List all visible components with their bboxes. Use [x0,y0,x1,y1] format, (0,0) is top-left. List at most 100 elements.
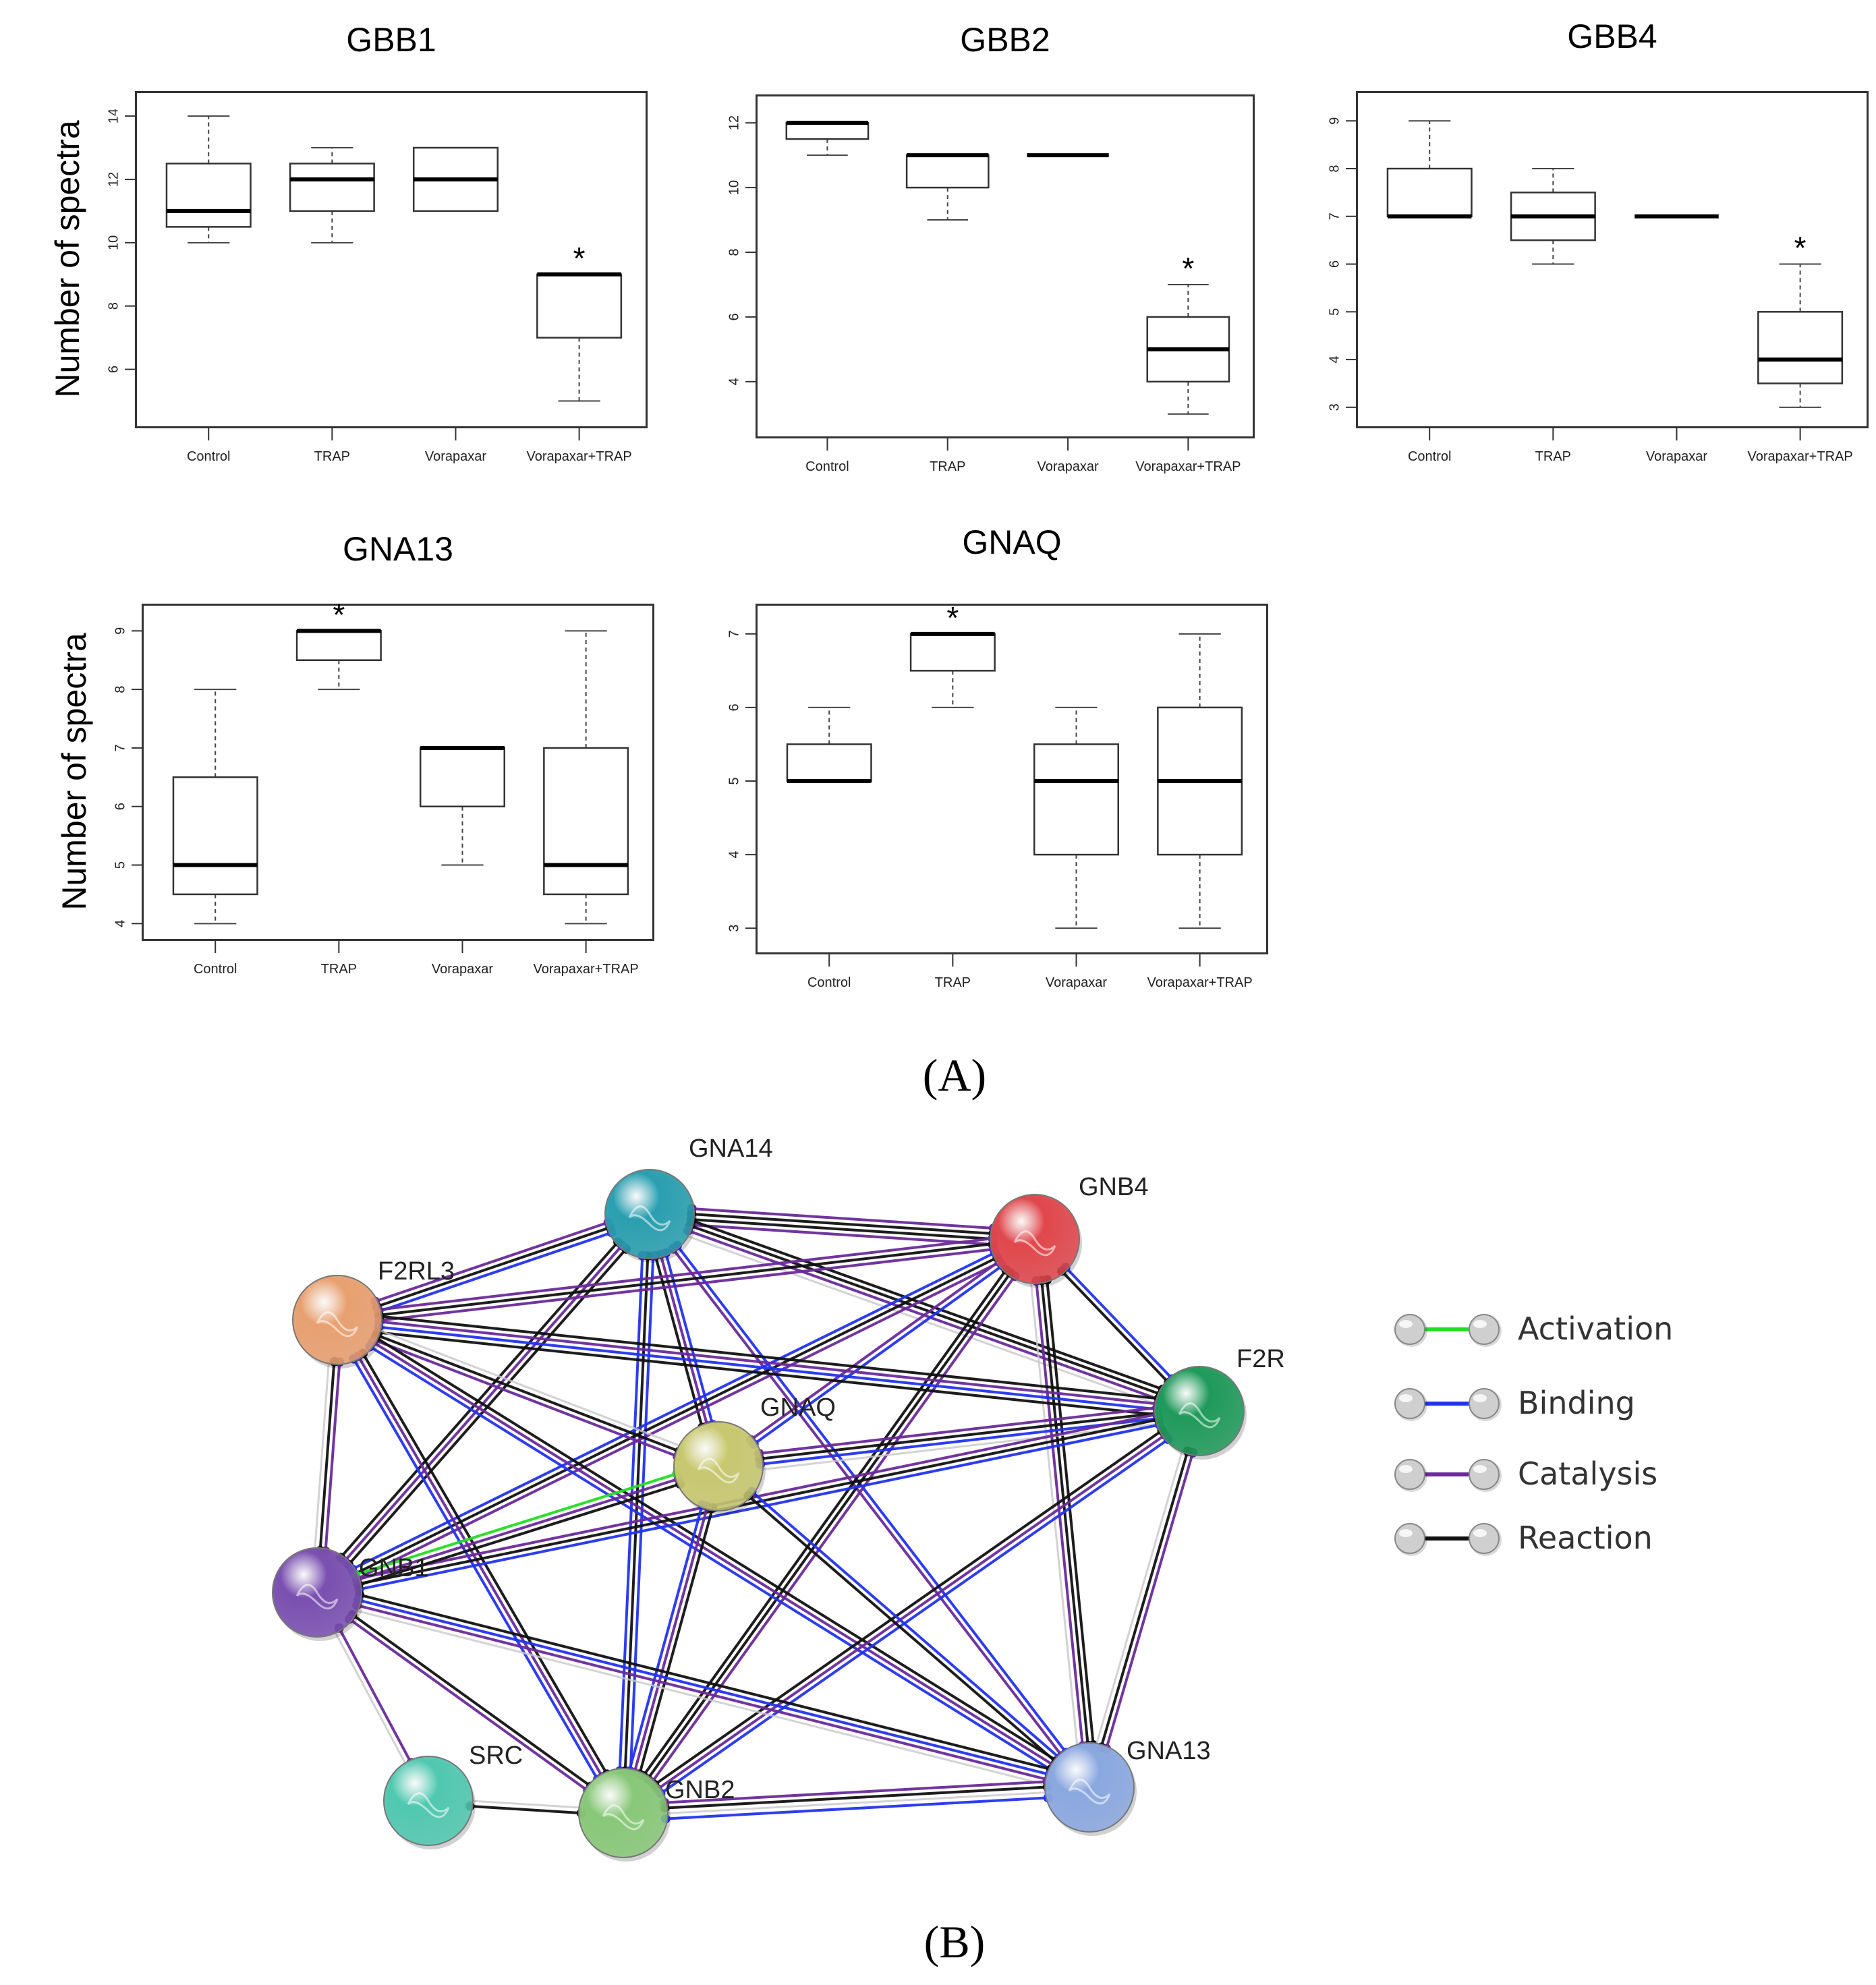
x-tick-label: Vorapaxar+TRAP [527,449,632,464]
box-3 [543,630,629,925]
node-f2rl3[interactable]: F2RL3 [292,1257,455,1369]
iqr-box [295,630,382,662]
protein-structure-icon [295,1584,339,1610]
significance-asterisk: * [573,241,586,276]
legend-label: Activation [1518,1311,1674,1347]
edge-catalysis [650,1275,1017,1783]
node-f2r[interactable]: F2R [1154,1345,1285,1460]
box-2 [412,146,499,212]
edge-catalysis [633,1506,709,1773]
panel-a-label: (A) [922,1049,987,1101]
node-label: F2R [1237,1345,1285,1373]
box-0 [165,115,252,243]
edge-reaction [351,1613,592,1788]
edge-other [760,1422,1159,1471]
y-axis-label: Number of spectra [49,120,86,398]
node-gna13[interactable]: GNA13 [1044,1737,1211,1836]
iqr-box [1033,743,1119,856]
box-0 [785,121,870,156]
box-0 [172,689,258,925]
node-label: GNB2 [665,1776,735,1804]
x-tick-label: Vorapaxar [1646,449,1708,464]
legend-item-reaction: Reaction [1390,1514,1727,1568]
edge-reaction [339,1240,619,1559]
edge-catalysis [1035,1280,1084,1746]
y-tick-label: 6 [727,313,741,320]
legend-label: Catalysis [1518,1456,1658,1492]
edge-binding [760,1417,1159,1466]
box-0 [786,706,872,783]
edge-reaction [378,1242,994,1317]
y-tick-label: 6 [727,703,741,711]
edge-reaction [1046,1279,1095,1746]
x-tick-label: Vorapaxar+TRAP [1147,975,1253,990]
node-label: GNA13 [1127,1737,1211,1765]
edge-catalysis [356,1604,1049,1781]
node-gnb2[interactable]: GNB2 [578,1768,735,1862]
iqr-box [1510,192,1596,241]
network-edges [314,1204,1198,1824]
edge-binding [676,1244,1068,1754]
x-tick-label: Vorapaxar [425,449,487,464]
y-tick-label: 8 [1327,165,1342,172]
x-tick-label: Vorapaxar+TRAP [1135,459,1241,474]
y-tick-label: 4 [1327,356,1342,364]
edge-catalysis [664,1780,1048,1804]
edge-catalysis [372,1341,1055,1766]
edge-catalysis [671,1248,1063,1757]
edge-binding [751,1491,1061,1759]
edge-activation [355,1472,678,1576]
panel-b-label: (B) [923,1916,986,1967]
edge-catalysis [749,1260,1000,1441]
edge-reaction [654,1429,1163,1786]
node-gnb4[interactable]: GNB4 [990,1173,1148,1288]
legend-label: Binding [1518,1385,1635,1421]
chart-title: GBB4 [1567,18,1657,55]
edge-reaction [664,1785,1048,1810]
legend-item-activation: Activation [1390,1305,1727,1359]
significance-asterisk: * [946,600,959,635]
legend-item-catalysis: Catalysis [1390,1450,1727,1504]
x-tick-label: Control [807,975,851,990]
y-tick-label: 6 [113,803,127,810]
edge-binding [378,1325,1158,1411]
node-gna14[interactable]: GNA14 [604,1134,773,1263]
node-label: GNAQ [760,1393,836,1422]
node-gnb1[interactable]: GNB1 [272,1547,428,1641]
y-tick-label: 10 [727,180,741,195]
y-tick-label: 3 [1327,403,1342,411]
y-tick-label: 12 [727,115,741,130]
edge-catalysis [378,1320,1158,1406]
edge-catalysis [324,1362,341,1551]
edge-reaction [691,1219,1164,1391]
edge-other [665,1791,1048,1815]
edge-reaction [1100,1450,1189,1748]
protein-structure-icon [407,1792,450,1818]
edge-binding [351,1251,996,1571]
edge-catalysis [378,1237,993,1311]
edge-reaction [378,1331,1158,1416]
y-tick-label: 9 [113,627,127,635]
x-tick-label: Control [194,962,237,977]
edge-catalysis [356,1477,679,1582]
legend-swatch-icon [1394,1459,1502,1492]
iqr-box [909,633,996,672]
box-1 [289,147,375,243]
x-tick-label: TRAP [314,449,350,464]
box-2 [419,745,505,866]
edge-other [378,1329,682,1447]
node-src[interactable]: SRC [383,1742,523,1849]
legend-item-binding: Binding [1390,1379,1727,1433]
y-tick-label: 6 [1327,260,1342,268]
edge-reaction [376,1333,680,1453]
y-tick-label: 5 [727,777,741,784]
node-gnaq[interactable]: GNAQ [673,1393,836,1515]
y-tick-label: 8 [106,302,121,310]
iqr-box [536,273,623,339]
y-tick-label: 4 [727,851,741,859]
y-tick-label: 7 [113,744,127,751]
